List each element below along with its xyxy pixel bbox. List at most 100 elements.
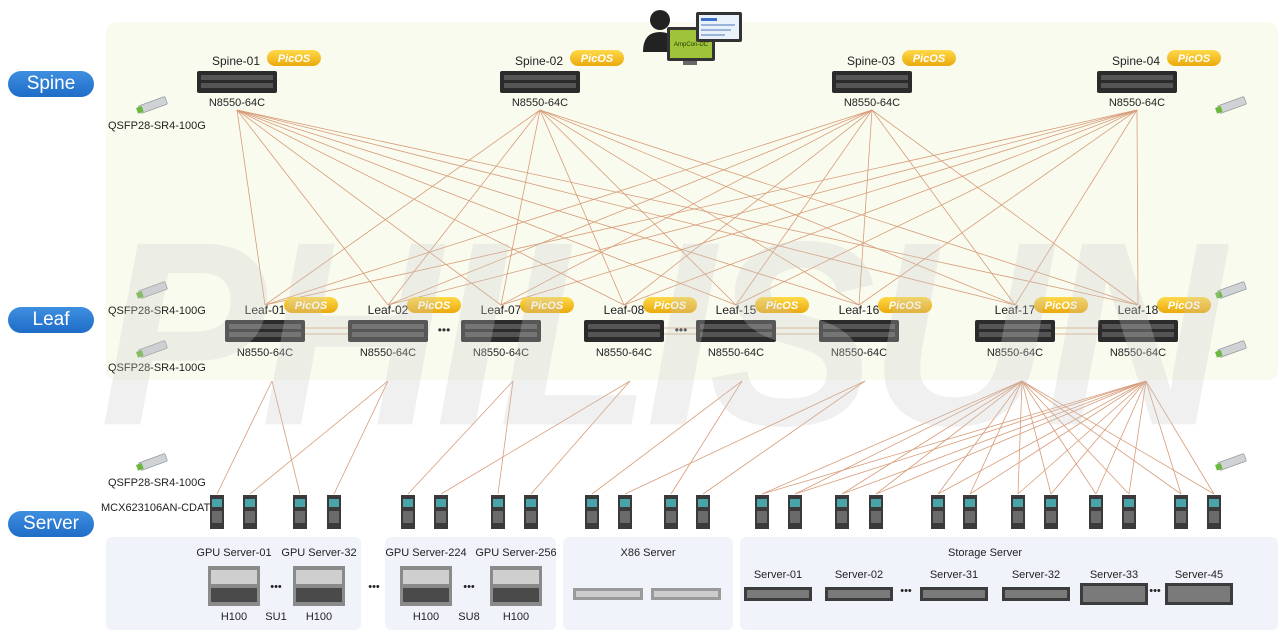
- transceiver-icon: [135, 281, 168, 299]
- x86-server-1-icon: [573, 588, 643, 600]
- spine-leaf-link: [539, 109, 737, 306]
- picos-badge-text: PicOS: [913, 53, 946, 65]
- spine-leaf-link: [500, 109, 873, 306]
- picos-badge: PicOS: [1157, 297, 1211, 313]
- gpu-server-01-icon: [208, 566, 260, 606]
- picos-badge-text: PicOS: [278, 53, 311, 65]
- picos-badge: PicOS: [284, 297, 338, 313]
- picos-badge-text: PicOS: [581, 53, 614, 65]
- leaf-name: Leaf-01: [245, 303, 286, 317]
- leaf-server-link: [702, 380, 866, 495]
- picos-badge: PicOS: [407, 297, 461, 313]
- nic-cards: [210, 495, 1221, 529]
- leaf-model: N8550-64C: [237, 347, 293, 359]
- gpu-model-3: H100: [413, 611, 439, 623]
- leaf-server-link: [937, 380, 1147, 495]
- leaf-model: N8550-64C: [360, 347, 416, 359]
- spine-leaf-link: [735, 109, 873, 306]
- transceiver-icon: [1214, 340, 1247, 358]
- leaf-model: N8550-64C: [987, 347, 1043, 359]
- leaf-server-link: [761, 380, 1147, 495]
- x86-server-2-icon: [651, 588, 721, 600]
- nic-card: [835, 495, 849, 529]
- spine-name: Spine-02: [515, 54, 563, 68]
- spine-leaf-link: [387, 109, 873, 306]
- leaf-server-link: [1050, 380, 1147, 495]
- spine-leaf-link: [735, 109, 1138, 306]
- spine-leaf-link: [500, 109, 541, 306]
- leaf-server-link: [1021, 380, 1097, 495]
- picos-badge: PicOS: [755, 297, 809, 313]
- switch-icon: [819, 320, 899, 342]
- spine-leaf-link: [539, 109, 625, 306]
- leaf-server-link: [794, 380, 1023, 495]
- leaf-model: N8550-64C: [831, 347, 887, 359]
- spine-leaf-link: [539, 109, 1016, 306]
- storage-server: Server-01: [744, 569, 812, 601]
- leaf-server-link: [497, 380, 514, 495]
- group-ellipsis: •••: [368, 581, 380, 593]
- leaf-server-link: [1128, 380, 1147, 495]
- spine-leaf-link: [236, 109, 737, 306]
- module-label-leaf-upper: QSFP28-SR4-100G: [108, 305, 206, 317]
- nic-card: [434, 495, 448, 529]
- picos-badge-text: PicOS: [1178, 53, 1211, 65]
- su8-label: SU8: [458, 611, 479, 623]
- leaf-server-link: [1021, 380, 1052, 495]
- spine-leaf-link: [387, 109, 541, 306]
- gpu-server-224-icon: [400, 566, 452, 606]
- management-workstation-icon: [643, 10, 742, 65]
- leaf-server-link: [670, 380, 743, 495]
- spine-leaf-link: [236, 109, 1016, 306]
- nic-card: [664, 495, 678, 529]
- nic-card: [963, 495, 977, 529]
- storage-server-label: Server-02: [835, 569, 883, 581]
- spine-leaf-link: [858, 109, 1138, 306]
- picos-badge-text: PicOS: [418, 300, 451, 312]
- leaf-server-link: [440, 380, 631, 495]
- spine-leaf-link: [236, 109, 1139, 306]
- gpu-server-256-icon: [490, 566, 542, 606]
- nic-card: [491, 495, 505, 529]
- transceiver-icon: [135, 96, 168, 114]
- nic-card: [243, 495, 257, 529]
- leaf-name: Leaf-07: [481, 303, 522, 317]
- gpu-server-224-label: GPU Server-224: [385, 547, 466, 559]
- spine-leaf-link: [236, 109, 389, 306]
- spine-leaf-link: [1136, 109, 1139, 306]
- switch-icon: [832, 71, 912, 93]
- storage-server-label: Server-01: [754, 569, 802, 581]
- nic-card: [210, 495, 224, 529]
- nic-card: [1174, 495, 1188, 529]
- leaf-server-link: [794, 380, 1147, 495]
- gpu-server-32-label: GPU Server-32: [281, 547, 356, 559]
- switch-icon: [1098, 320, 1178, 342]
- storage-server: Server-45: [1165, 569, 1233, 605]
- leaf-name: Leaf-18: [1118, 303, 1159, 317]
- leaf-model: N8550-64C: [596, 347, 652, 359]
- storage-server: Server-32: [1002, 569, 1070, 601]
- gpu-model-2: H100: [306, 611, 332, 623]
- spine-leaf-link: [539, 109, 1139, 306]
- spine-leaf-link: [264, 109, 541, 306]
- leaf-server-link: [1021, 380, 1215, 495]
- switch-icon: [1097, 71, 1177, 93]
- leaf-server-link: [969, 380, 1147, 495]
- nic-card: [788, 495, 802, 529]
- leaf-server-link: [1095, 380, 1147, 495]
- module-label-server: QSFP28-SR4-100G: [108, 477, 206, 489]
- switch-icon: [461, 320, 541, 342]
- leaf-server-link: [249, 380, 389, 495]
- picos-badge-text: PicOS: [766, 300, 799, 312]
- picos-badge-text: PicOS: [1045, 300, 1078, 312]
- transceiver-icon: [1214, 281, 1247, 299]
- storage-server: Server-33: [1080, 569, 1148, 605]
- nic-card: [327, 495, 341, 529]
- spine-leaf-link: [387, 109, 1138, 306]
- spine-name: Spine-01: [212, 54, 260, 68]
- spine-leaf-link: [500, 109, 1138, 306]
